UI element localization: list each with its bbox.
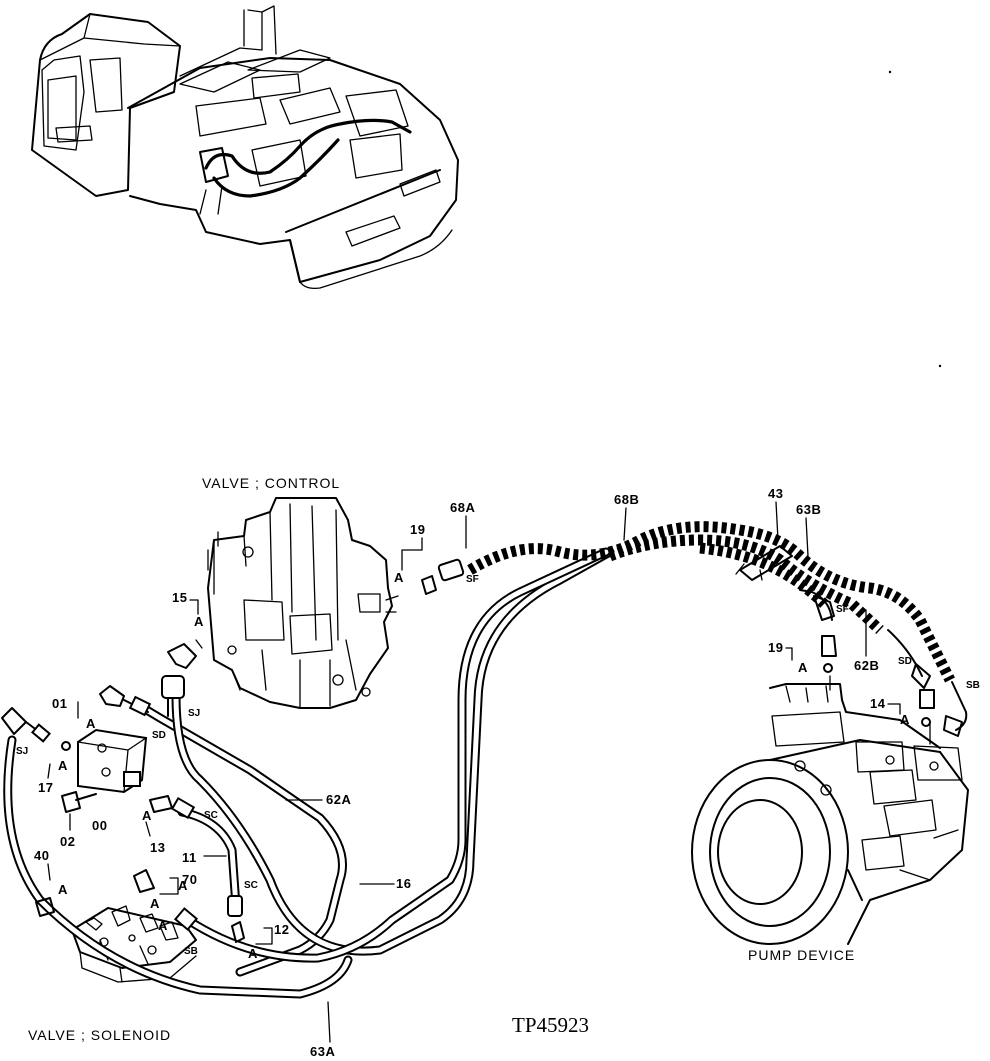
callout-40: 40 <box>34 848 49 863</box>
callout-16: 16 <box>396 876 411 891</box>
tag-sj-1: SJ <box>188 708 200 719</box>
callout-00: 00 <box>92 818 107 833</box>
callout-62a: 62A <box>326 792 351 807</box>
callout-13: 13 <box>150 840 165 855</box>
ref-a-5: A <box>142 808 152 823</box>
ref-a-10: A <box>900 712 910 727</box>
callout-14: 14 <box>870 696 886 711</box>
label-pump-device: PUMP DEVICE <box>748 947 855 963</box>
callout-68a: 68A <box>450 500 475 515</box>
tag-sj-2: SJ <box>16 746 28 757</box>
ref-a-4: A <box>58 758 68 773</box>
callout-19-right: 19 <box>768 640 783 655</box>
label-valve-control: VALVE ; CONTROL <box>202 475 340 491</box>
drawing-code: TP45923 <box>512 1013 589 1037</box>
pump-device <box>691 675 969 945</box>
callout-19-top: 19 <box>410 522 425 537</box>
tag-sd-1: SD <box>152 730 166 741</box>
ref-a-6: A <box>58 882 68 897</box>
callout-02: 02 <box>60 834 75 849</box>
callout-62b: 62B <box>854 658 879 673</box>
ref-a-1: A <box>394 570 404 585</box>
ref-a-3: A <box>86 716 96 731</box>
callout-43: 43 <box>768 486 783 501</box>
label-valve-solenoid: VALVE ; SOLENOID <box>28 1027 171 1043</box>
clamp-43 <box>735 545 793 581</box>
ref-a-7: A <box>150 896 160 911</box>
control-valve <box>207 497 399 709</box>
tag-sb-1: SB <box>184 946 198 957</box>
callout-01: 01 <box>52 696 67 711</box>
leader-lines <box>47 501 901 1043</box>
tag-sc-2: SC <box>244 880 258 891</box>
callout-17: 17 <box>38 780 53 795</box>
tag-sf-1: SF <box>466 574 479 585</box>
tag-sf-2: SF <box>836 604 849 615</box>
port-tags: SF SF SJ SJ SD SD SC SC SB SB <box>16 574 980 957</box>
callout-11: 11 <box>182 850 197 865</box>
callout-63b: 63B <box>796 502 821 517</box>
ref-a-9: A <box>798 660 808 675</box>
excavator-overview <box>31 5 459 290</box>
hose-63a <box>3 735 353 999</box>
callout-63a: 63A <box>310 1044 335 1059</box>
callout-70: 70 <box>182 872 197 887</box>
fittings <box>1 558 963 943</box>
scan-specks <box>888 70 942 368</box>
hose-68b <box>183 547 611 963</box>
hose-62a <box>135 701 347 977</box>
hose-16 <box>171 547 615 956</box>
tag-sc-1: SC <box>204 810 218 821</box>
fitting-reference-marks: A A A A A A A A A A A A <box>58 570 910 961</box>
callout-labels: VALVE ; CONTROL VALVE ; SOLENOID PUMP DE… <box>28 475 886 1059</box>
block-00 <box>77 728 148 794</box>
tag-sb-2: SB <box>966 680 980 691</box>
callout-12: 12 <box>274 922 289 937</box>
callout-68b: 68B <box>614 492 639 507</box>
ref-a-12: A <box>178 878 188 893</box>
tag-sd-2: SD <box>898 656 912 667</box>
ref-a-2: A <box>194 614 204 629</box>
solenoid-valve <box>71 905 197 983</box>
hose-bundle-68a-68b-63b <box>467 521 968 731</box>
ref-a-8: A <box>248 946 258 961</box>
ref-a-11: A <box>158 918 168 933</box>
callout-15: 15 <box>172 590 187 605</box>
